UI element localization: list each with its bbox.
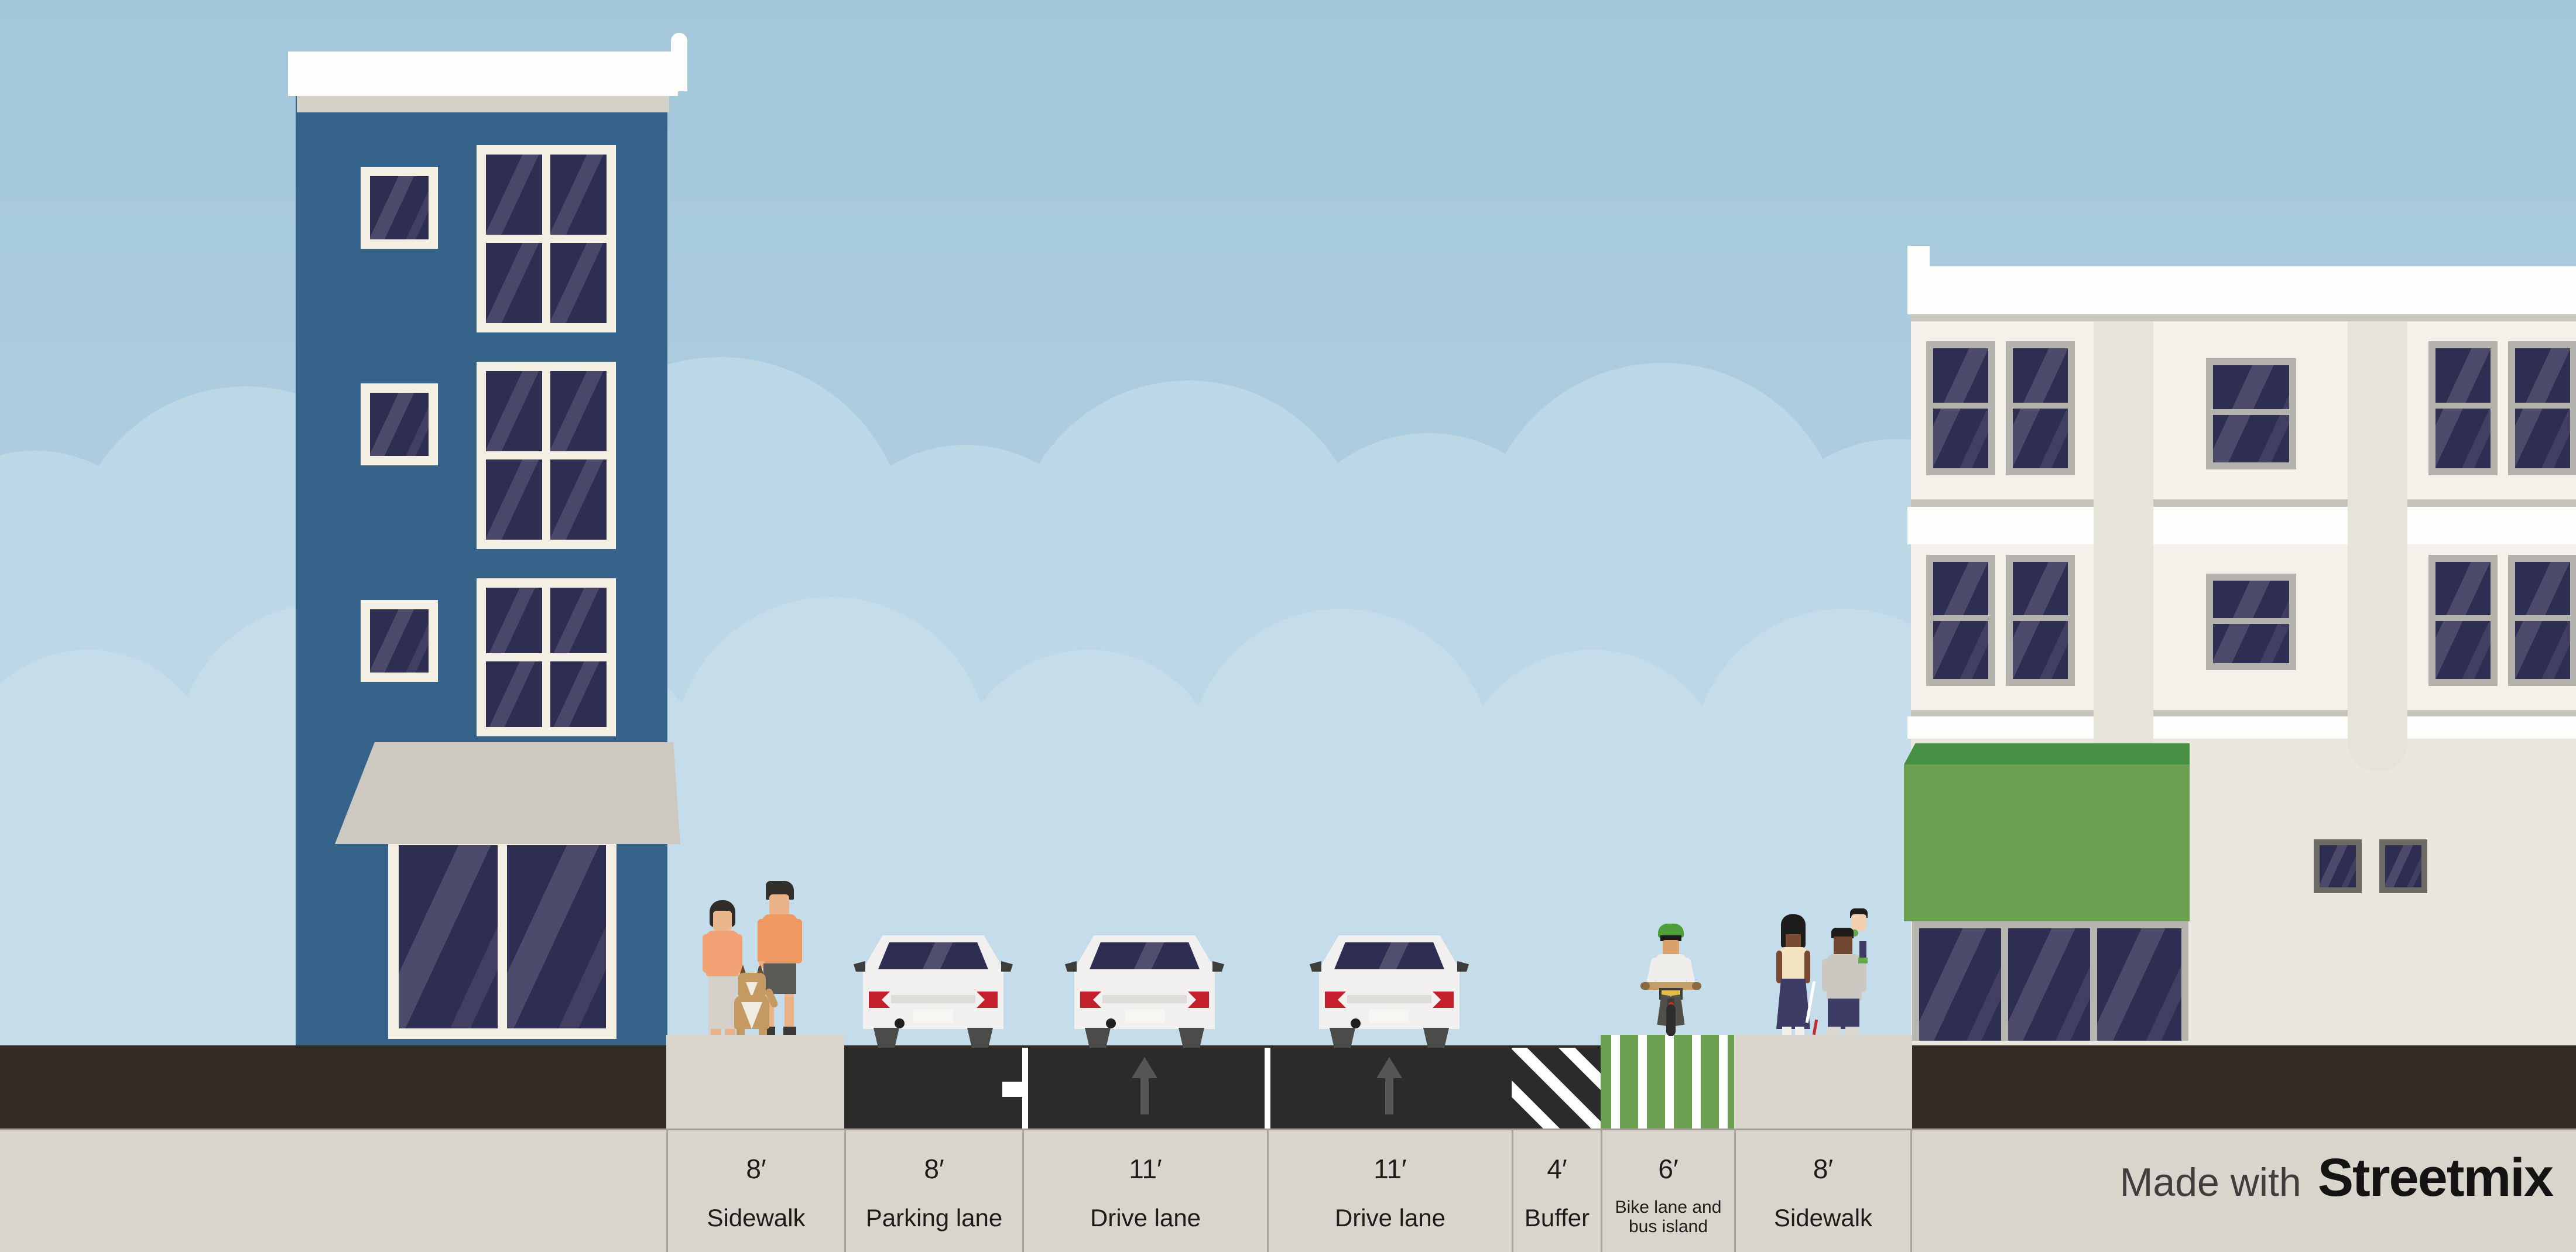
cornice-band [1907, 507, 2576, 544]
segment-label-drive-lane-1: 11′ Drive lane [1022, 1128, 1267, 1252]
storefront-window [1912, 921, 2188, 1041]
window [2508, 555, 2576, 686]
building-left-cornice [288, 52, 678, 96]
window [2006, 341, 2075, 475]
storefront-window [388, 835, 616, 1039]
window [2508, 341, 2576, 475]
bike-handlebar [1640, 982, 1701, 990]
window-small [2379, 839, 2427, 893]
segment-label-bike-lane-bus-island: 6′ Bike lane and bus island [1601, 1128, 1734, 1252]
sidewalk-left-segment [666, 1035, 844, 1128]
building-left-cornice-shadow [297, 96, 669, 112]
parking-t-marker [1002, 1082, 1023, 1097]
bike-seat [1662, 990, 1680, 997]
lane-divider-line [1265, 1048, 1270, 1128]
building-left-cornice-curl [671, 33, 687, 91]
window [1926, 341, 1995, 475]
window [361, 600, 438, 682]
lane-arrow-icon [1376, 1057, 1402, 1116]
window [361, 383, 438, 465]
lane-arrow-icon [1132, 1057, 1157, 1116]
roadway [844, 1048, 1512, 1128]
buffer-segment [1512, 1048, 1601, 1128]
window [2006, 555, 2075, 686]
window [477, 362, 616, 549]
label-band [0, 1128, 2576, 1252]
segment-label-sidewalk-right: 8′ Sidewalk [1734, 1128, 1912, 1252]
window [1926, 555, 1995, 686]
building-right-roof-shadow [1911, 314, 2576, 321]
window [477, 145, 616, 332]
sidewalk-right-segment [1734, 1035, 1912, 1128]
awning-green [1904, 743, 2190, 921]
car-parked [854, 935, 1013, 1048]
lane-divider-line [1022, 1048, 1028, 1128]
car-drive-lane [1310, 935, 1469, 1048]
segment-label-parking-lane: 8′ Parking lane [844, 1128, 1022, 1252]
window [2206, 574, 2296, 670]
window-small [2314, 839, 2362, 893]
pilaster [2348, 321, 2407, 771]
car-drive-lane [1065, 935, 1224, 1048]
made-with-label: Made with [2119, 1160, 2301, 1205]
made-with-streetmix: Made with Streetmix [1979, 1147, 2554, 1241]
bus-island-segment [1601, 1035, 1734, 1128]
window [361, 167, 438, 249]
streetmix-wordmark: Streetmix [2317, 1148, 2554, 1208]
pilaster [2094, 321, 2153, 771]
awning-gray [335, 742, 680, 844]
cornice-line [1911, 499, 2576, 507]
segment-label-sidewalk: 8′ Sidewalk [666, 1128, 844, 1252]
cornice-band [1907, 716, 2576, 739]
window [2428, 555, 2498, 686]
window [477, 578, 616, 736]
building-right-roof-band [1907, 266, 2576, 314]
window [2428, 341, 2498, 475]
segment-label-drive-lane-2: 11′ Drive lane [1267, 1128, 1512, 1252]
cornice-line [1911, 710, 2576, 716]
segment-label-buffer: 4′ Buffer [1512, 1128, 1601, 1252]
window [2206, 358, 2296, 469]
